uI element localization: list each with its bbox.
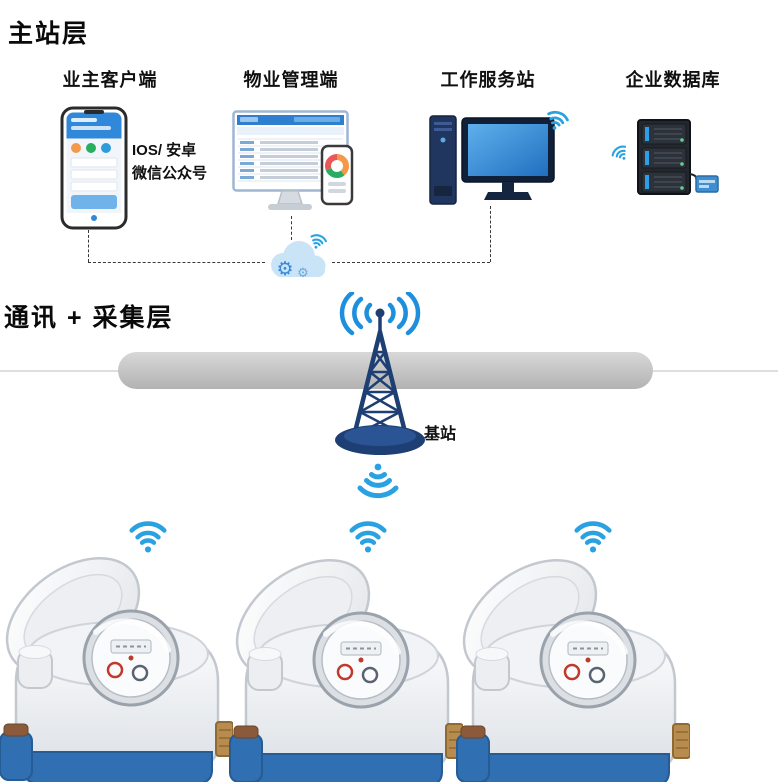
col-label-owner-client: 业主客户端 [62,70,158,90]
water-meter-icon [0,554,233,782]
wifi-icon [346,516,390,554]
comm-layer-title: 通讯 + 采集层 [4,304,174,332]
wifi-down-icon [354,462,402,504]
connector-phone-cloud [88,262,265,263]
master-layer-title: 主站层 [8,20,90,48]
server-rack-icon [609,119,719,195]
desktop-monitor-icon [232,110,354,210]
cloud-icon: ⚙ ⚙ [271,232,328,281]
wifi-icon [571,516,615,554]
wifi-icon [609,143,632,165]
col-label-work-station: 工作服务站 [440,70,536,90]
platform-note: IOS/ 安卓 微信公众号 [132,140,207,185]
gear-icon: ⚙ [276,258,293,280]
platform-note-line2: 微信公众号 [132,164,208,182]
connector-monitor-cloud [291,216,292,240]
col-label-enterprise-db: 企业数据库 [625,70,721,90]
base-station-label: 基站 [424,426,457,443]
connector-station-cloud [332,262,490,263]
platform-note-line1: IOS/ 安卓 [132,142,197,159]
mobile-dashboard-icon [320,144,354,206]
workstation-icon [429,108,571,205]
wifi-icon [126,516,170,554]
tower-signal-waves-icon [339,292,421,336]
gear-icon: ⚙ [297,266,309,281]
smartphone-icon [60,106,128,230]
water-meter-icon [228,556,463,782]
col-label-property-mgmt: 物业管理端 [243,70,339,90]
base-station-tower-icon [335,292,425,455]
connector-phone-down [88,230,89,262]
water-meter-icon [455,556,690,782]
connector-station-down [490,206,491,262]
